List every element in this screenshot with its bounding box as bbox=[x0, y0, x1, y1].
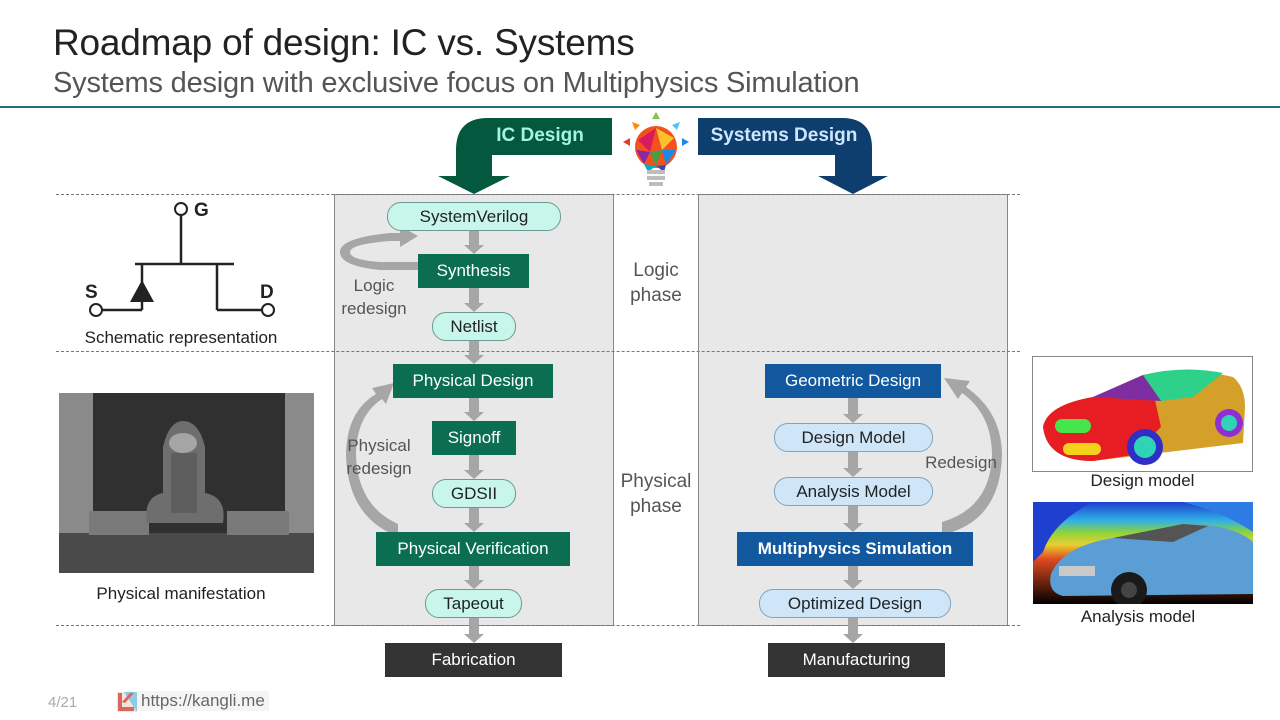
physical-redesign-line2: redesign bbox=[346, 459, 412, 478]
ic-flow-arrow bbox=[464, 566, 484, 589]
ic-flow-arrow bbox=[464, 398, 484, 421]
ic-node-systemverilog[interactable]: SystemVerilog bbox=[387, 202, 561, 231]
title-divider bbox=[0, 106, 1280, 108]
systems-flow-arrow bbox=[843, 506, 863, 532]
ic-output-fabrication[interactable]: Fabrication bbox=[385, 643, 562, 677]
physical-phase-label: Physical phase bbox=[611, 469, 701, 519]
systems-redesign-loop-arrow bbox=[942, 378, 1002, 532]
logic-phase-line1: Logic bbox=[633, 260, 679, 281]
systems-flow-arrow bbox=[843, 398, 863, 423]
physical-phase-line2: phase bbox=[630, 496, 682, 517]
ic-node-signoff[interactable]: Signoff bbox=[432, 421, 516, 455]
physical-phase-line1: Physical bbox=[620, 471, 692, 492]
analysis-model-image bbox=[1033, 502, 1253, 604]
systems-flow-arrow bbox=[843, 566, 863, 589]
logic-redesign-line1: Logic bbox=[353, 276, 395, 295]
systems-design-banner-label: Systems Design bbox=[710, 125, 858, 146]
kl-logo-icon bbox=[117, 692, 137, 712]
slide-subtitle: Systems design with exclusive focus on M… bbox=[53, 67, 860, 99]
design-model-image bbox=[1032, 356, 1253, 472]
sys-node-multiphysics-simulation[interactable]: Multiphysics Simulation bbox=[737, 532, 973, 566]
phase-separator-bottom bbox=[56, 625, 1020, 626]
schematic-caption: Schematic representation bbox=[84, 328, 278, 347]
physical-redesign-loop-arrow bbox=[346, 383, 398, 548]
ic-flow-arrow bbox=[464, 288, 484, 312]
ic-design-banner-label: IC Design bbox=[496, 125, 584, 146]
ic-node-physical-verification[interactable]: Physical Verification bbox=[376, 532, 570, 566]
ic-flow-arrow bbox=[464, 341, 484, 364]
logic-redesign-label: Logic redesign bbox=[336, 274, 412, 320]
physical-redesign-line1: Physical bbox=[347, 436, 411, 455]
systems-redesign-label: Redesign bbox=[925, 453, 997, 472]
physical-redesign-label: Physical redesign bbox=[338, 434, 420, 480]
ic-flow-arrow bbox=[464, 618, 484, 643]
mosfet-schematic-icon bbox=[89, 202, 275, 317]
design-model-caption: Design model bbox=[1090, 471, 1195, 490]
ic-node-gdsii[interactable]: GDSII bbox=[432, 479, 516, 508]
ic-flow-arrow bbox=[464, 455, 484, 479]
ic-flow-arrow bbox=[464, 508, 484, 532]
ic-design-banner-arrow bbox=[438, 118, 888, 194]
ic-node-synthesis[interactable]: Synthesis bbox=[418, 254, 529, 288]
ic-flow-arrow bbox=[464, 231, 484, 254]
page-number: 4/21 bbox=[48, 694, 78, 711]
ic-node-tapeout[interactable]: Tapeout bbox=[425, 589, 522, 618]
systems-flow-arrow bbox=[843, 618, 863, 643]
slide-title: Roadmap of design: IC vs. Systems bbox=[53, 22, 635, 63]
drain-terminal-label: D bbox=[260, 282, 274, 303]
site-url-link[interactable]: https://kangli.me bbox=[137, 691, 269, 711]
sys-output-manufacturing[interactable]: Manufacturing bbox=[768, 643, 945, 677]
logic-redesign-line2: redesign bbox=[341, 299, 407, 318]
sys-node-optimized-design[interactable]: Optimized Design bbox=[759, 589, 951, 618]
analysis-model-caption: Analysis model bbox=[1080, 607, 1196, 626]
sys-node-geometric-design[interactable]: Geometric Design bbox=[765, 364, 941, 398]
logic-redesign-loop-arrow bbox=[340, 226, 418, 270]
photo-caption: Physical manifestation bbox=[96, 584, 266, 603]
source-terminal-label: S bbox=[85, 282, 98, 303]
ic-node-netlist[interactable]: Netlist bbox=[432, 312, 516, 341]
gate-terminal-label: G bbox=[194, 200, 209, 221]
logic-phase-label: Logic phase bbox=[611, 258, 701, 308]
ic-node-physical-design[interactable]: Physical Design bbox=[393, 364, 553, 398]
phase-separator-top bbox=[56, 194, 1020, 195]
lightbulb-icon bbox=[623, 112, 689, 186]
physical-manifestation-image bbox=[59, 393, 314, 573]
systems-flow-arrow bbox=[843, 452, 863, 477]
sys-node-design-model[interactable]: Design Model bbox=[774, 423, 933, 452]
phase-separator-middle bbox=[56, 351, 1020, 352]
logic-phase-line2: phase bbox=[630, 285, 682, 306]
sys-node-analysis-model[interactable]: Analysis Model bbox=[774, 477, 933, 506]
